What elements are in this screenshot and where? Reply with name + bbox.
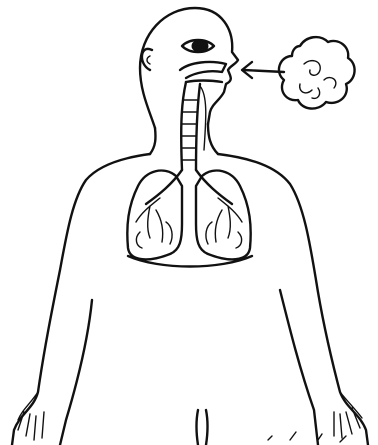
neck-right — [208, 124, 218, 154]
left-lung-bronchioles — [136, 198, 172, 248]
oral-cavity — [186, 81, 222, 83]
trachea-right-wall — [196, 84, 200, 170]
trachea-left-wall — [181, 82, 186, 170]
right-lung-bronchioles — [206, 198, 242, 248]
esophagus — [200, 86, 206, 150]
body-outline-left — [12, 154, 150, 445]
diaphragm — [128, 256, 252, 267]
neck-left — [150, 128, 155, 154]
ear-inner — [147, 56, 150, 64]
right-inner-arm — [280, 290, 318, 445]
right-lung — [196, 171, 251, 260]
smoke-swirls — [300, 61, 336, 99]
navel-mark — [197, 410, 208, 445]
eye-pupil — [192, 40, 208, 52]
nasal-cavity — [180, 62, 226, 78]
left-lung — [127, 171, 182, 260]
body-outline-right — [218, 154, 368, 445]
left-inner-arm — [60, 300, 92, 445]
